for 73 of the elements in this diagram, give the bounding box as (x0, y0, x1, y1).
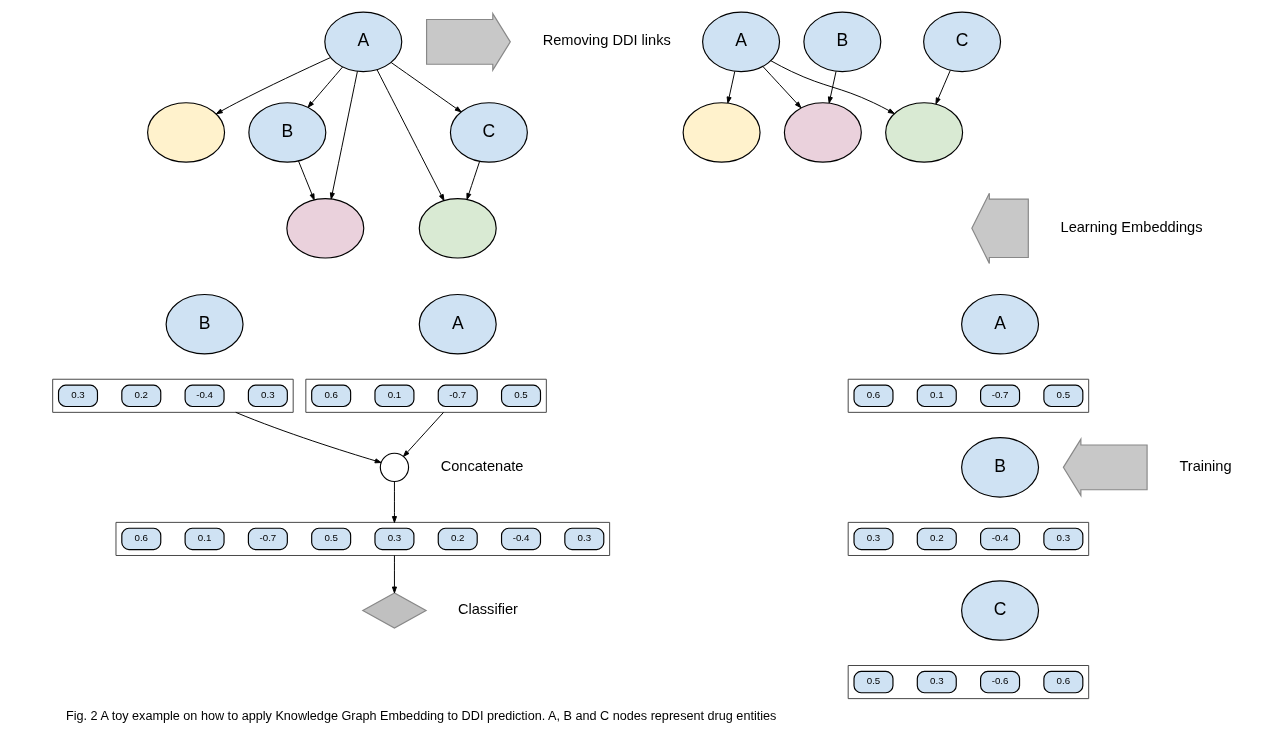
node-circle (682, 102, 761, 163)
node-box: -0.7 (980, 384, 1021, 408)
node-arrow (426, 11, 511, 73)
arrow (762, 66, 802, 109)
node-box: -0.4 (980, 527, 1021, 551)
cluster (305, 378, 547, 413)
node-box: 0.6 (121, 527, 162, 551)
arrow (215, 57, 331, 115)
node-box: 0.3 (57, 384, 99, 408)
arrow (235, 411, 382, 464)
node-box: -0.6 (980, 670, 1021, 694)
node-box: 0.1 (916, 384, 957, 408)
node-box: 0.1 (184, 527, 225, 551)
node-box: 0.2 (437, 527, 478, 551)
node-ellipse: C (923, 11, 1002, 73)
arrow (390, 62, 462, 113)
arrow (307, 66, 344, 108)
node-ellipse: A (961, 293, 1040, 355)
node-circle (418, 198, 497, 259)
node-ellipse: C (449, 102, 528, 163)
node-box: 0.1 (374, 384, 415, 408)
cluster (115, 521, 611, 556)
node-box: 0.3 (916, 670, 957, 694)
node-label: Classifier (457, 600, 518, 617)
node-box: -0.4 (184, 384, 225, 408)
node-box: 0.5 (853, 670, 894, 694)
arrow (391, 481, 397, 523)
node-box: 0.5 (500, 384, 542, 408)
node-ellipse: B (961, 437, 1040, 498)
node-box: 0.5 (1043, 384, 1084, 408)
node-box: 0.3 (1043, 527, 1084, 551)
node-ellipse: A (418, 293, 497, 355)
node-ellipse: A (702, 11, 781, 73)
cluster (847, 378, 1090, 413)
node-box: 0.3 (853, 527, 894, 551)
node-box: -0.4 (500, 527, 542, 551)
node-box: 0.6 (311, 384, 352, 408)
node-label: Training (1179, 457, 1232, 474)
node-arrow (1062, 437, 1148, 498)
arrow (935, 69, 951, 105)
node-box: -0.7 (247, 527, 288, 551)
node-box: 0.6 (1043, 670, 1084, 694)
node-ellipse: B (165, 293, 244, 355)
node-box: 0.3 (247, 384, 288, 408)
cluster (847, 665, 1090, 700)
arrow (466, 160, 481, 200)
arrow (726, 70, 736, 104)
cluster (847, 521, 1090, 556)
arrow (770, 60, 895, 114)
node-ellipse: B (803, 11, 882, 73)
node-label: Learning Embeddings (1060, 218, 1203, 235)
node-diamond (361, 592, 428, 629)
node-box: 0.3 (374, 527, 415, 551)
node-box: 0.6 (853, 384, 894, 408)
arrow (298, 160, 315, 201)
node-label: Concatenate (440, 457, 524, 474)
cluster (52, 378, 294, 413)
arrow (391, 555, 397, 594)
node-box: -0.7 (437, 384, 478, 408)
node-box: 0.2 (121, 384, 162, 408)
node-arrow (971, 192, 1029, 264)
arrow (329, 70, 358, 200)
arrow (376, 69, 445, 201)
node-box: 0.5 (311, 527, 352, 551)
node-label: Removing DDI links (542, 32, 671, 49)
arrow (827, 70, 837, 104)
node-ellipse: C (961, 580, 1040, 641)
node-ellipse: A (324, 11, 403, 73)
caption: Fig. 2 A toy example on how to apply Knowledge Graph Embedding to DDI prediction. A, B and C nodes represent drug entities (66, 709, 777, 724)
node-box: 0.3 (564, 527, 605, 551)
node-circle (286, 198, 365, 259)
arrow (403, 411, 445, 457)
node-box: 0.2 (916, 527, 957, 551)
